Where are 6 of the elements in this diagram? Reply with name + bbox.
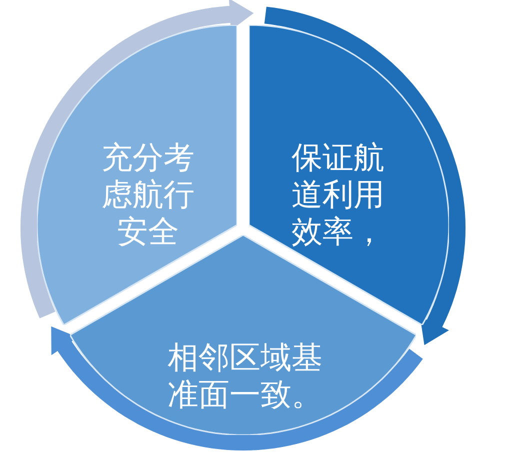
curved-arrow [51,326,423,450]
segment-text: 保证航道利用效率， [290,140,386,251]
segment-text: 相邻区域基准面一致。 [166,340,324,414]
segment-text: 充分考虑航行安全 [100,140,196,251]
curved-arrow [20,0,254,318]
curved-arrow [264,6,466,346]
